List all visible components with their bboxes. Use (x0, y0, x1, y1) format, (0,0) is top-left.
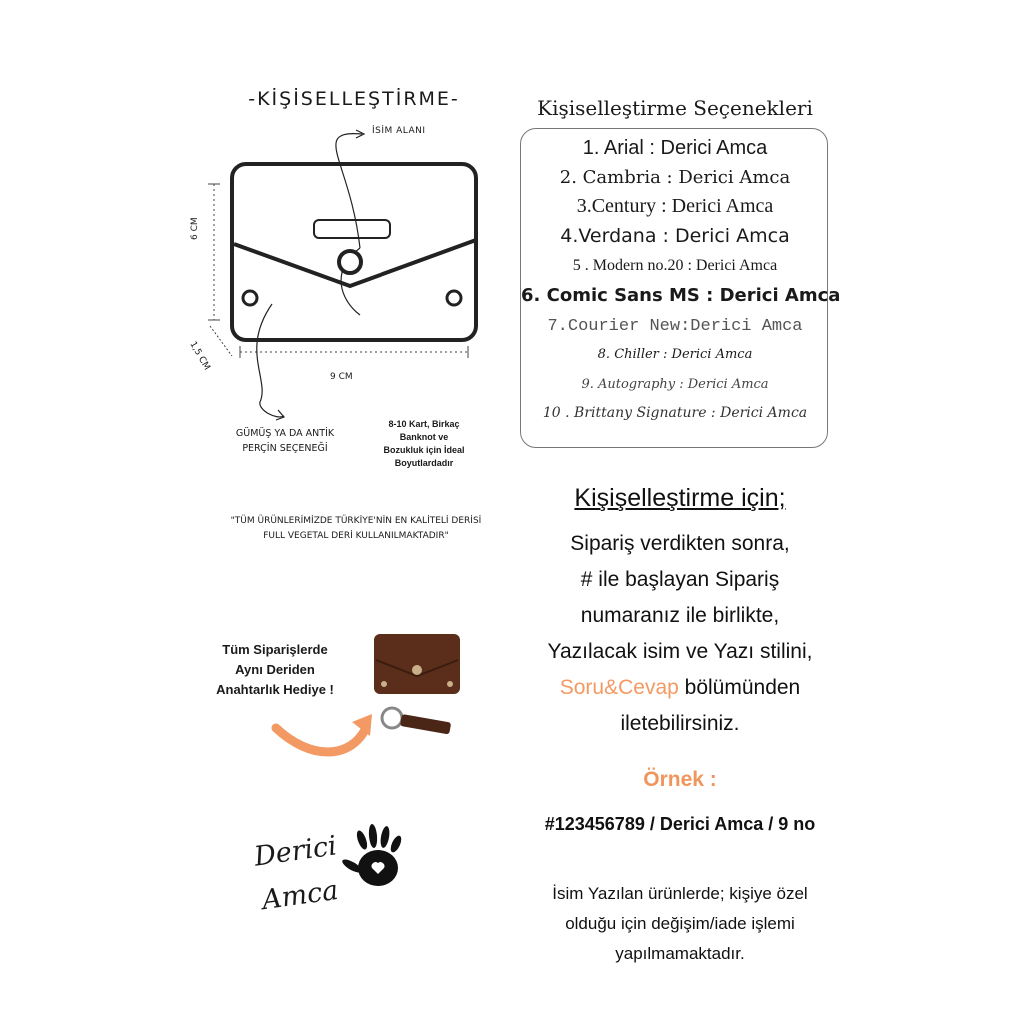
wallet-flap (233, 238, 477, 289)
font-option-chiller: 8. Chiller : Derici Amca (597, 347, 753, 362)
instruction-line: Sipariş verdikten sonra, (570, 532, 790, 555)
instruction-line: Soru&Cevap bölümünden (559, 676, 801, 699)
options-title: Kişiselleştirme Seçenekleri (537, 96, 813, 120)
keychain-photo (400, 714, 451, 735)
rivet-option-label: GÜMÜŞ YA DA ANTİK PERÇİN SEÇENEĞİ (235, 428, 335, 454)
wallet-diagram (208, 129, 478, 421)
brand-logo-text: Amca (260, 874, 341, 917)
font-option-verdana: 4.Verdana : Derici Amca (560, 225, 790, 247)
font-option-century: 3.Century : Derici Amca (576, 195, 774, 217)
gift-arrow-icon (271, 723, 371, 757)
font-option-modern: 5 . Modern no.20 : Derici Amca (572, 257, 778, 274)
font-option-courier: 7.Courier New:Derici Amca (547, 317, 803, 336)
font-option-arial: 1. Arial : Derici Amca (582, 137, 768, 159)
rivet-left-icon (241, 289, 259, 307)
name-slot (313, 219, 391, 239)
height-label: 6 CM (190, 217, 200, 240)
name-area-label: İSİM ALANI (372, 126, 426, 136)
qa-section-link[interactable]: Soru&Cevap (559, 676, 679, 699)
quality-note: "TÜM ÜRÜNLERİMİZDE TÜRKİYE'NİN EN KALİTE… (230, 516, 482, 541)
font-option-cambria: 2. Cambria : Derici Amca (559, 167, 791, 188)
rivet-arrow (256, 303, 285, 418)
example-title: Örnek : (643, 768, 717, 791)
example-text: #123456789 / Derici Amca / 9 no (544, 814, 816, 834)
disclaimer-line: olduğu için değişim/iade işlemi (565, 914, 795, 933)
font-option-comic-sans: 6. Comic Sans MS : Derici Amca (521, 285, 841, 306)
gift-text: Tüm Siparişlerde Aynı Deriden Anahtarlık… (216, 642, 334, 697)
disclaimer-line: İsim Yazılan ürünlerde; kişiye özel (552, 884, 808, 903)
capacity-label: 8-10 Kart, Birkaç Banknot ve Bozukluk iç… (383, 419, 465, 468)
font-options-box: 1. Arial : Derici Amca 2. Cambria : Deri… (520, 128, 841, 448)
width-label: 9 CM (330, 372, 353, 382)
instruction-line: # ile başlayan Sipariş (580, 568, 780, 591)
arrow-head-icon (355, 129, 366, 139)
brand-logo-text: Derici (252, 830, 339, 873)
font-option-brittany: 10 . Brittany Signature : Derici Amca (542, 405, 808, 421)
instruction-line: numaranız ile birlikte, (580, 604, 780, 627)
snap-button-icon (337, 249, 363, 275)
font-option-autography: 9. Autography : Derici Amca (581, 377, 769, 392)
personalization-title: Kişişelleştirme için; (574, 484, 786, 512)
instruction-line: Yazılacak isim ve Yazı stilini, (547, 640, 813, 663)
wallet-photo (374, 634, 460, 694)
rivet-right-icon (445, 289, 463, 307)
keyring-icon (380, 706, 404, 730)
gift-illustration (271, 634, 460, 757)
disclaimer-line: yapılmamaktadır. (615, 944, 745, 963)
instruction-line: iletebilirsiniz. (620, 712, 740, 735)
diagram-title: -KİŞİSELLEŞTİRME- (248, 88, 460, 110)
handprint-icon (342, 824, 402, 886)
wallet-outline (230, 162, 478, 342)
